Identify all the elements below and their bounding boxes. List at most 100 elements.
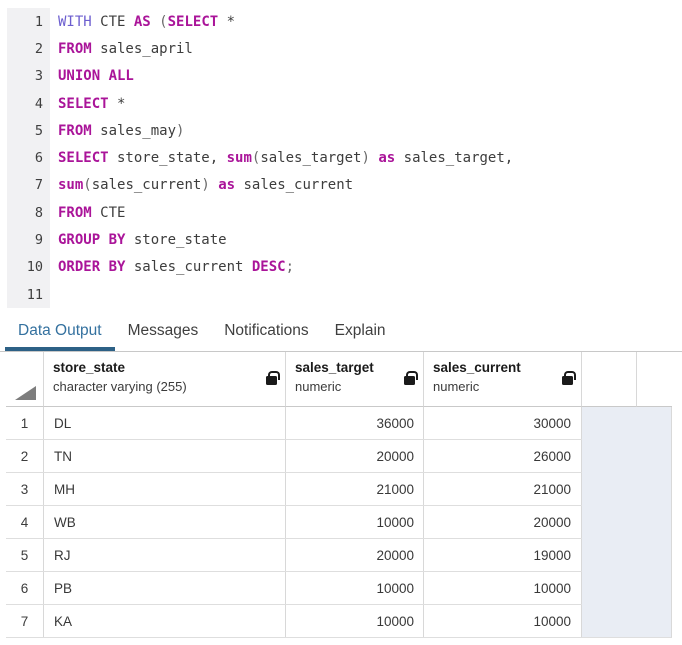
line-number: 3 <box>7 62 50 90</box>
sql-token: store_state <box>125 232 227 249</box>
column-type: character varying (255) <box>53 379 187 395</box>
sql-token: sum <box>58 177 84 194</box>
row-number[interactable]: 7 <box>6 605 44 638</box>
cell-sales-current[interactable]: 10000 <box>424 572 582 605</box>
cell-sales-current[interactable]: 10000 <box>424 605 582 638</box>
cell-sales-target[interactable]: 20000 <box>286 440 424 473</box>
code-text: FROM sales_may) <box>50 123 184 139</box>
row-number[interactable]: 2 <box>6 440 44 473</box>
tab-messages[interactable]: Messages <box>127 322 199 340</box>
code-text: UNION ALL <box>50 68 134 84</box>
row-number[interactable]: 4 <box>6 506 44 539</box>
cell-sales-target[interactable]: 20000 <box>286 539 424 572</box>
grid-header-row: store_state character varying (255) sales_… <box>6 352 672 408</box>
sql-token: FROM <box>58 40 92 57</box>
sql-token: sum <box>226 150 252 167</box>
sql-token: ( <box>159 13 168 30</box>
select-all-triangle-icon <box>15 386 36 401</box>
cell-sales-target[interactable]: 10000 <box>286 605 424 638</box>
line-number: 1 <box>7 8 50 36</box>
column-name: store_state <box>53 360 126 376</box>
cell-sales-target[interactable]: 10000 <box>286 572 424 605</box>
result-panel-tabs: Data Output Messages Notifications Explain <box>0 312 682 353</box>
sql-token: CTE <box>91 13 134 30</box>
sql-token: ) <box>176 122 185 139</box>
sql-token: sales_april <box>91 40 193 57</box>
sql-token: DESC <box>251 259 286 276</box>
sql-token: * <box>218 13 236 30</box>
cell-sales-current[interactable]: 19000 <box>424 539 582 572</box>
lock-icon <box>404 371 418 386</box>
sql-token: FROM <box>58 122 92 139</box>
column-name: sales_target <box>295 360 374 376</box>
cell-store-state[interactable]: TN <box>44 440 286 473</box>
sql-token: ( <box>251 150 261 167</box>
code-text: WITH CTE AS (SELECT * <box>50 14 235 30</box>
tab-explain[interactable]: Explain <box>334 322 386 340</box>
sql-token: ; <box>285 259 295 276</box>
cell-store-state[interactable]: RJ <box>44 539 286 572</box>
tab-notifications[interactable]: Notifications <box>224 322 309 340</box>
cell-store-state[interactable]: MH <box>44 473 286 506</box>
sql-token: GROUP BY <box>58 232 126 249</box>
sql-token: as <box>378 150 396 167</box>
grid-empty-area <box>582 407 672 639</box>
code-text: FROM sales_april <box>50 41 193 57</box>
data-output-grid: store_state character varying (255) sales_… <box>6 352 672 639</box>
sql-token: WITH <box>58 13 92 30</box>
header-spacer <box>637 352 672 408</box>
cell-sales-current[interactable]: 20000 <box>424 506 582 539</box>
sql-token: CTE <box>91 204 126 221</box>
empty-header-cell <box>582 352 637 408</box>
line-number: 5 <box>7 117 50 145</box>
line-number: 11 <box>7 280 50 309</box>
row-number[interactable]: 6 <box>6 572 44 605</box>
code-line: 9 GROUP BY store_state <box>7 226 682 254</box>
row-number[interactable]: 1 <box>6 407 44 440</box>
code-text: sum(sales_current) as sales_current <box>50 177 353 193</box>
sql-token: SELECT <box>167 13 219 30</box>
cell-sales-target[interactable]: 10000 <box>286 506 424 539</box>
sql-token: sales_current <box>125 259 252 276</box>
code-text: ORDER BY sales_current DESC; <box>50 259 294 275</box>
lock-icon <box>562 371 576 386</box>
row-number[interactable]: 3 <box>6 473 44 506</box>
line-number: 4 <box>7 89 50 118</box>
cell-sales-current[interactable]: 21000 <box>424 473 582 506</box>
row-number[interactable]: 5 <box>6 539 44 572</box>
cell-sales-current[interactable]: 30000 <box>424 407 582 440</box>
sql-token: ) <box>201 177 210 194</box>
sql-token: sales_target, <box>395 150 514 167</box>
select-all-corner-cell[interactable] <box>6 352 44 408</box>
cell-store-state[interactable]: PB <box>44 572 286 605</box>
line-number: 10 <box>7 253 50 281</box>
cell-store-state[interactable]: DL <box>44 407 286 440</box>
sql-token: sales_may <box>91 122 177 139</box>
sql-token: ( <box>83 177 92 194</box>
tab-data-output[interactable]: Data Output <box>5 312 115 352</box>
cell-sales-current[interactable]: 26000 <box>424 440 582 473</box>
cell-store-state[interactable]: WB <box>44 506 286 539</box>
line-number: 9 <box>7 226 50 254</box>
cell-store-state[interactable]: KA <box>44 605 286 638</box>
cell-sales-target[interactable]: 21000 <box>286 473 424 506</box>
cell-sales-target[interactable]: 36000 <box>286 407 424 440</box>
sql-token: SELECT <box>58 150 109 167</box>
column-header-store_state[interactable]: store_state character varying (255) <box>44 352 286 408</box>
